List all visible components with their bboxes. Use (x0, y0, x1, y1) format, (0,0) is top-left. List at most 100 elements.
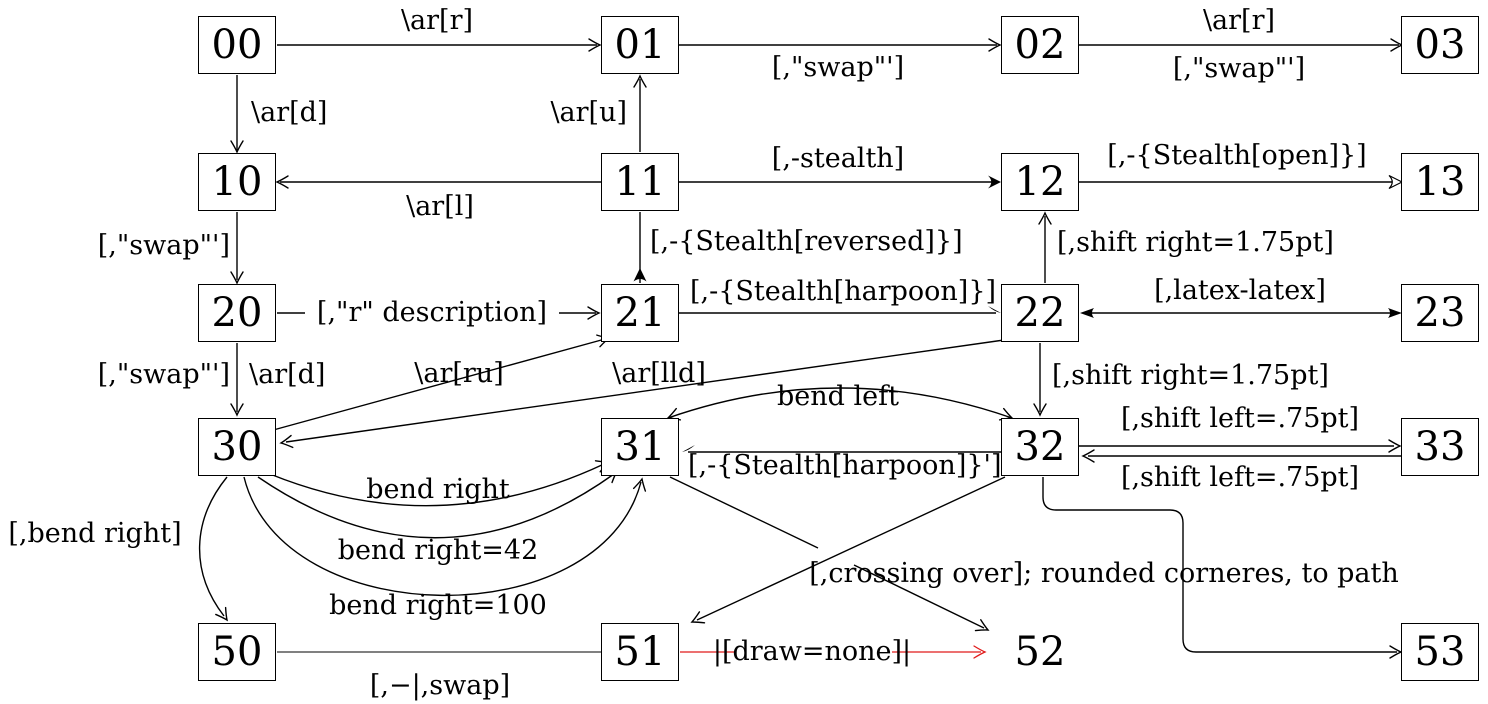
node-20: 20 (198, 284, 276, 342)
node-52: 52 (1001, 623, 1079, 681)
node-00-label: 00 (211, 22, 263, 68)
arrowhead-latex-23 (1388, 308, 1402, 318)
node-11: 11 (601, 153, 679, 211)
edge-label-crossing-over: [,crossing over]; rounded corneres, to p… (809, 557, 1399, 589)
edge-30-50-bend-right (198, 476, 228, 617)
node-51: 51 (601, 623, 679, 681)
arrowhead-30-50 (215, 606, 228, 622)
edge-31-52-segment1 (669, 476, 819, 549)
node-00: 00 (198, 16, 276, 74)
edge-label-bend-left: bend left (777, 380, 899, 412)
edge-30-31-bend-right-100 (243, 476, 642, 597)
node-01: 01 (601, 16, 679, 74)
arrowhead-latex-22 (1080, 308, 1094, 318)
edge-label-stealth-harpoon-2: [,-{Stealth[harpoon]}'] (688, 449, 1002, 481)
node-21: 21 (601, 284, 679, 342)
edge-label-draw-none: |[draw=none]| (712, 635, 912, 667)
edge-label-bar-swap: [,−|,swap] (369, 669, 511, 701)
node-23: 23 (1401, 284, 1479, 342)
edge-label-swap-01-02: [,"swap"'] (771, 51, 905, 83)
arrowhead-33-32 (1081, 449, 1095, 463)
arrowhead-20-30 (230, 403, 244, 417)
arrowhead-11-10 (275, 175, 289, 189)
edge-22-30-lld (285, 339, 1005, 443)
arrowhead-00-10 (230, 140, 244, 154)
node-22-label: 22 (1014, 290, 1066, 336)
edge-31-52-segment2 (853, 564, 985, 629)
edge-label-r-description: [,"r" description] (316, 296, 548, 328)
node-31: 31 (601, 418, 679, 476)
arrowhead-01-02 (988, 38, 1002, 52)
edge-label-ar-d-20-30: \ar[d] (249, 358, 326, 390)
edge-label-swap-02-03: [,"swap"'] (1172, 52, 1306, 84)
arrowhead-bend-right-100 (632, 477, 647, 492)
edge-32-51-crossing-over (696, 476, 1006, 621)
node-21-label: 21 (614, 290, 666, 336)
node-03-label: 03 (1414, 22, 1466, 68)
edge-label-ar-d-00-10: \ar[d] (251, 96, 328, 128)
node-03: 03 (1401, 16, 1479, 74)
arrowhead-00-01 (588, 38, 602, 52)
node-20-label: 20 (211, 290, 263, 336)
arrowhead-31-52 (974, 619, 990, 632)
node-22: 22 (1001, 284, 1079, 342)
node-52-label: 52 (1014, 629, 1066, 675)
node-13: 13 (1401, 153, 1479, 211)
edge-30-31-bend-right (269, 463, 605, 507)
edge-30-21-ru (265, 338, 606, 433)
node-30-label: 30 (211, 424, 263, 470)
arrowhead-stealth-reversed-21-11 (633, 268, 647, 282)
node-51-label: 51 (614, 629, 666, 675)
arrowhead-22-30 (279, 434, 294, 449)
edge-label-swap-20-30: [,"swap"'] (97, 358, 230, 390)
edge-label-shift-right-up: [,shift right=1.75pt] (1057, 226, 1334, 258)
node-10-label: 10 (211, 159, 263, 205)
edge-label-bend-right-100: bend right=100 (329, 589, 547, 621)
node-31-label: 31 (614, 424, 666, 470)
arrowhead-20-21 (587, 306, 601, 320)
arrowhead-11-01 (633, 74, 647, 88)
arrowhead-stealth-11-12 (988, 175, 1001, 189)
node-50: 50 (198, 623, 276, 681)
node-01-label: 01 (614, 22, 666, 68)
edge-bend-left-31-32 (667, 387, 1013, 419)
edge-label-stealth-reversed: [,-{Stealth[reversed]}] (650, 225, 963, 257)
edge-label-bend-right: bend right (366, 473, 510, 505)
node-50-label: 50 (211, 629, 263, 675)
node-23-label: 23 (1414, 290, 1466, 336)
edge-label-stealth-open: [,-{Stealth[open]}] (1107, 139, 1367, 171)
node-30: 30 (198, 418, 276, 476)
edge-label-ar-u-11-01: \ar[u] (550, 96, 627, 128)
edge-30-31-bend-right-42 (257, 473, 615, 539)
arrowhead-harpoon-21-22 (988, 306, 1001, 313)
edge-label-ar-l-11-10: \ar[l] (406, 190, 474, 222)
arrowhead-32-33 (1388, 439, 1402, 453)
edge-label-bend-right-42: bend right=42 (337, 534, 539, 566)
edge-label-bend-right-option: [,bend right] (8, 517, 182, 549)
edge-label-ar-ru: \ar[ru] (414, 357, 504, 389)
edge-label-shift-left-bottom: [,shift left=.75pt] (1120, 461, 1360, 493)
node-53: 53 (1401, 623, 1479, 681)
arrowhead-22-12 (1038, 211, 1052, 225)
edge-label-shift-left-top: [,shift left=.75pt] (1120, 402, 1360, 434)
node-10: 10 (198, 153, 276, 211)
edge-label-ar-lld: \ar[lld] (612, 357, 706, 389)
edge-32-53-rounded-path (1042, 477, 1397, 653)
node-32: 32 (1001, 418, 1079, 476)
arrowhead-red-52 (973, 645, 987, 659)
node-33: 33 (1401, 418, 1479, 476)
edge-label-ar-r-02-03: \ar[r] (1202, 4, 1276, 36)
arrowhead-32-51 (690, 611, 706, 624)
edge-label-stealth-harpoon: [,-{Stealth[harpoon]}] (689, 275, 997, 307)
arrowhead-stealth-open-12-13 (1388, 174, 1404, 190)
node-12-label: 12 (1014, 159, 1066, 205)
edge-label-stealth-11-12: [,-stealth] (771, 142, 905, 174)
node-13-label: 13 (1414, 159, 1466, 205)
arrowhead-harpoon-32-31 (682, 445, 695, 452)
arrowhead-22-32 (1033, 403, 1047, 417)
node-11-label: 11 (614, 159, 666, 205)
edge-label-latex-latex: [,latex-latex] (1154, 274, 1326, 306)
arrowhead-10-20 (230, 271, 244, 285)
